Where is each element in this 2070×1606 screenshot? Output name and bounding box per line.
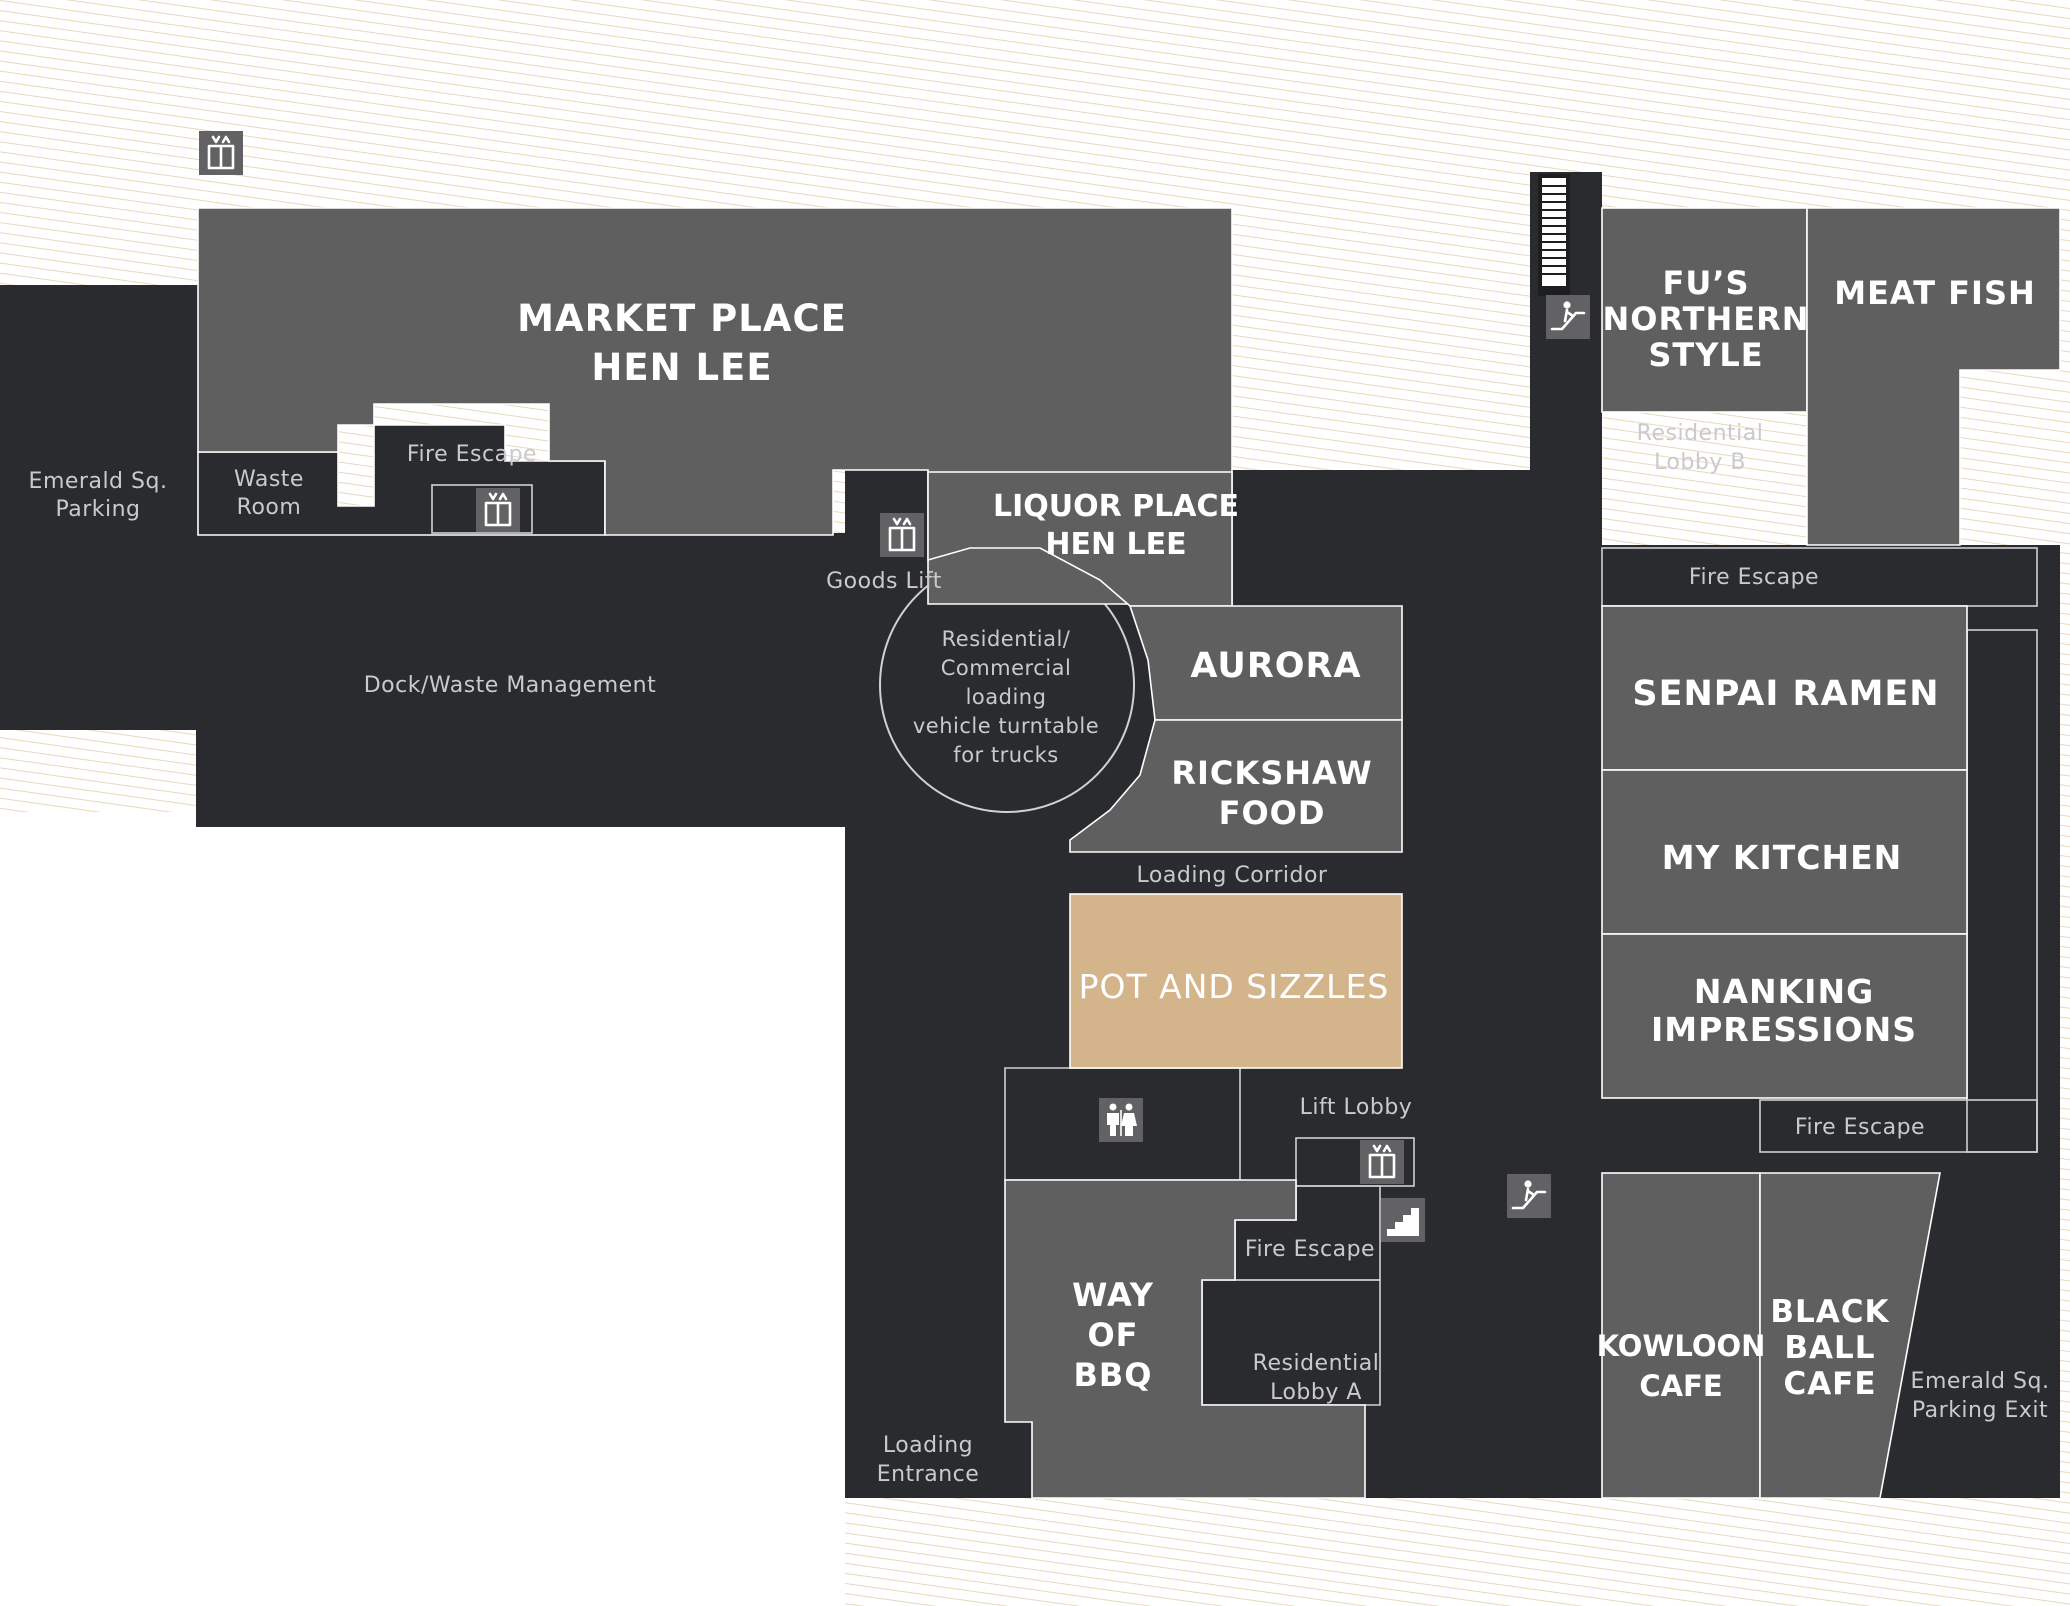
area-label-emerald-parking: Emerald Sq.Parking (29, 469, 168, 522)
escalator-strip (1538, 174, 1570, 296)
store-my-kitchen[interactable] (1601, 769, 1968, 935)
store-label-senpai-ramen: SENPAI RAMEN (1632, 674, 1939, 714)
area-label-loading-corridor: Loading Corridor (1137, 863, 1328, 888)
store-label-meat-fish: MEAT FISH (1834, 274, 2036, 312)
escalator-icon[interactable] (1544, 293, 1592, 341)
lift-icon[interactable] (878, 511, 926, 559)
store-label-my-kitchen: MY KITCHEN (1662, 838, 1903, 877)
store-rickshaw-food[interactable] (1069, 719, 1403, 853)
store-pot-and-sizzles[interactable] (1069, 893, 1403, 1069)
area-label-lift-lobby: Lift Lobby (1300, 1095, 1413, 1120)
store-senpai-ramen[interactable] (1601, 605, 1968, 771)
lift-icon[interactable] (197, 129, 245, 177)
area-label-emerald-parking-exit: Emerald Sq.Parking Exit (1911, 1369, 2050, 1423)
restroom-icon[interactable] (1099, 1098, 1143, 1142)
escalator-icon[interactable] (1505, 1172, 1553, 1220)
store-fus-northern-style[interactable] (1601, 207, 1808, 413)
store-liquor-place-hen-lee[interactable] (927, 471, 1233, 607)
area-label-fire-escape-3: Fire Escape (1795, 1115, 1925, 1140)
store-way-of-bbq[interactable] (1004, 1179, 1366, 1499)
fire-escape-1-outline (431, 484, 533, 534)
store-label-pot-and-sizzles: POT AND SIZZLES (1079, 967, 1390, 1006)
store-black-ball-cafe[interactable] (1759, 1172, 1941, 1499)
outside-blank-area (0, 812, 845, 1606)
store-nanking-impressions[interactable] (1601, 933, 1968, 1099)
fire-escape-3-outline (1759, 1099, 2038, 1153)
area-label-fire-escape-2: Fire Escape (1689, 565, 1819, 590)
emerald-parking-area (0, 285, 198, 730)
area-label-fire-escape-4: Fire Escape (1245, 1237, 1375, 1262)
area-label-fire-escape-1: Fire Escape (407, 442, 537, 467)
store-meat-fish[interactable] (1806, 207, 2061, 546)
stairs-icon[interactable] (1381, 1198, 1425, 1242)
store-label-aurora: AURORA (1190, 646, 1361, 686)
area-label-goods-lift: Goods Lift (826, 569, 942, 594)
lift-icon[interactable] (1358, 1138, 1406, 1186)
store-kowloon-cafe[interactable] (1601, 1172, 1761, 1499)
area-label-dock: Dock/Waste Management (364, 673, 657, 698)
lift-icon[interactable] (474, 486, 522, 534)
